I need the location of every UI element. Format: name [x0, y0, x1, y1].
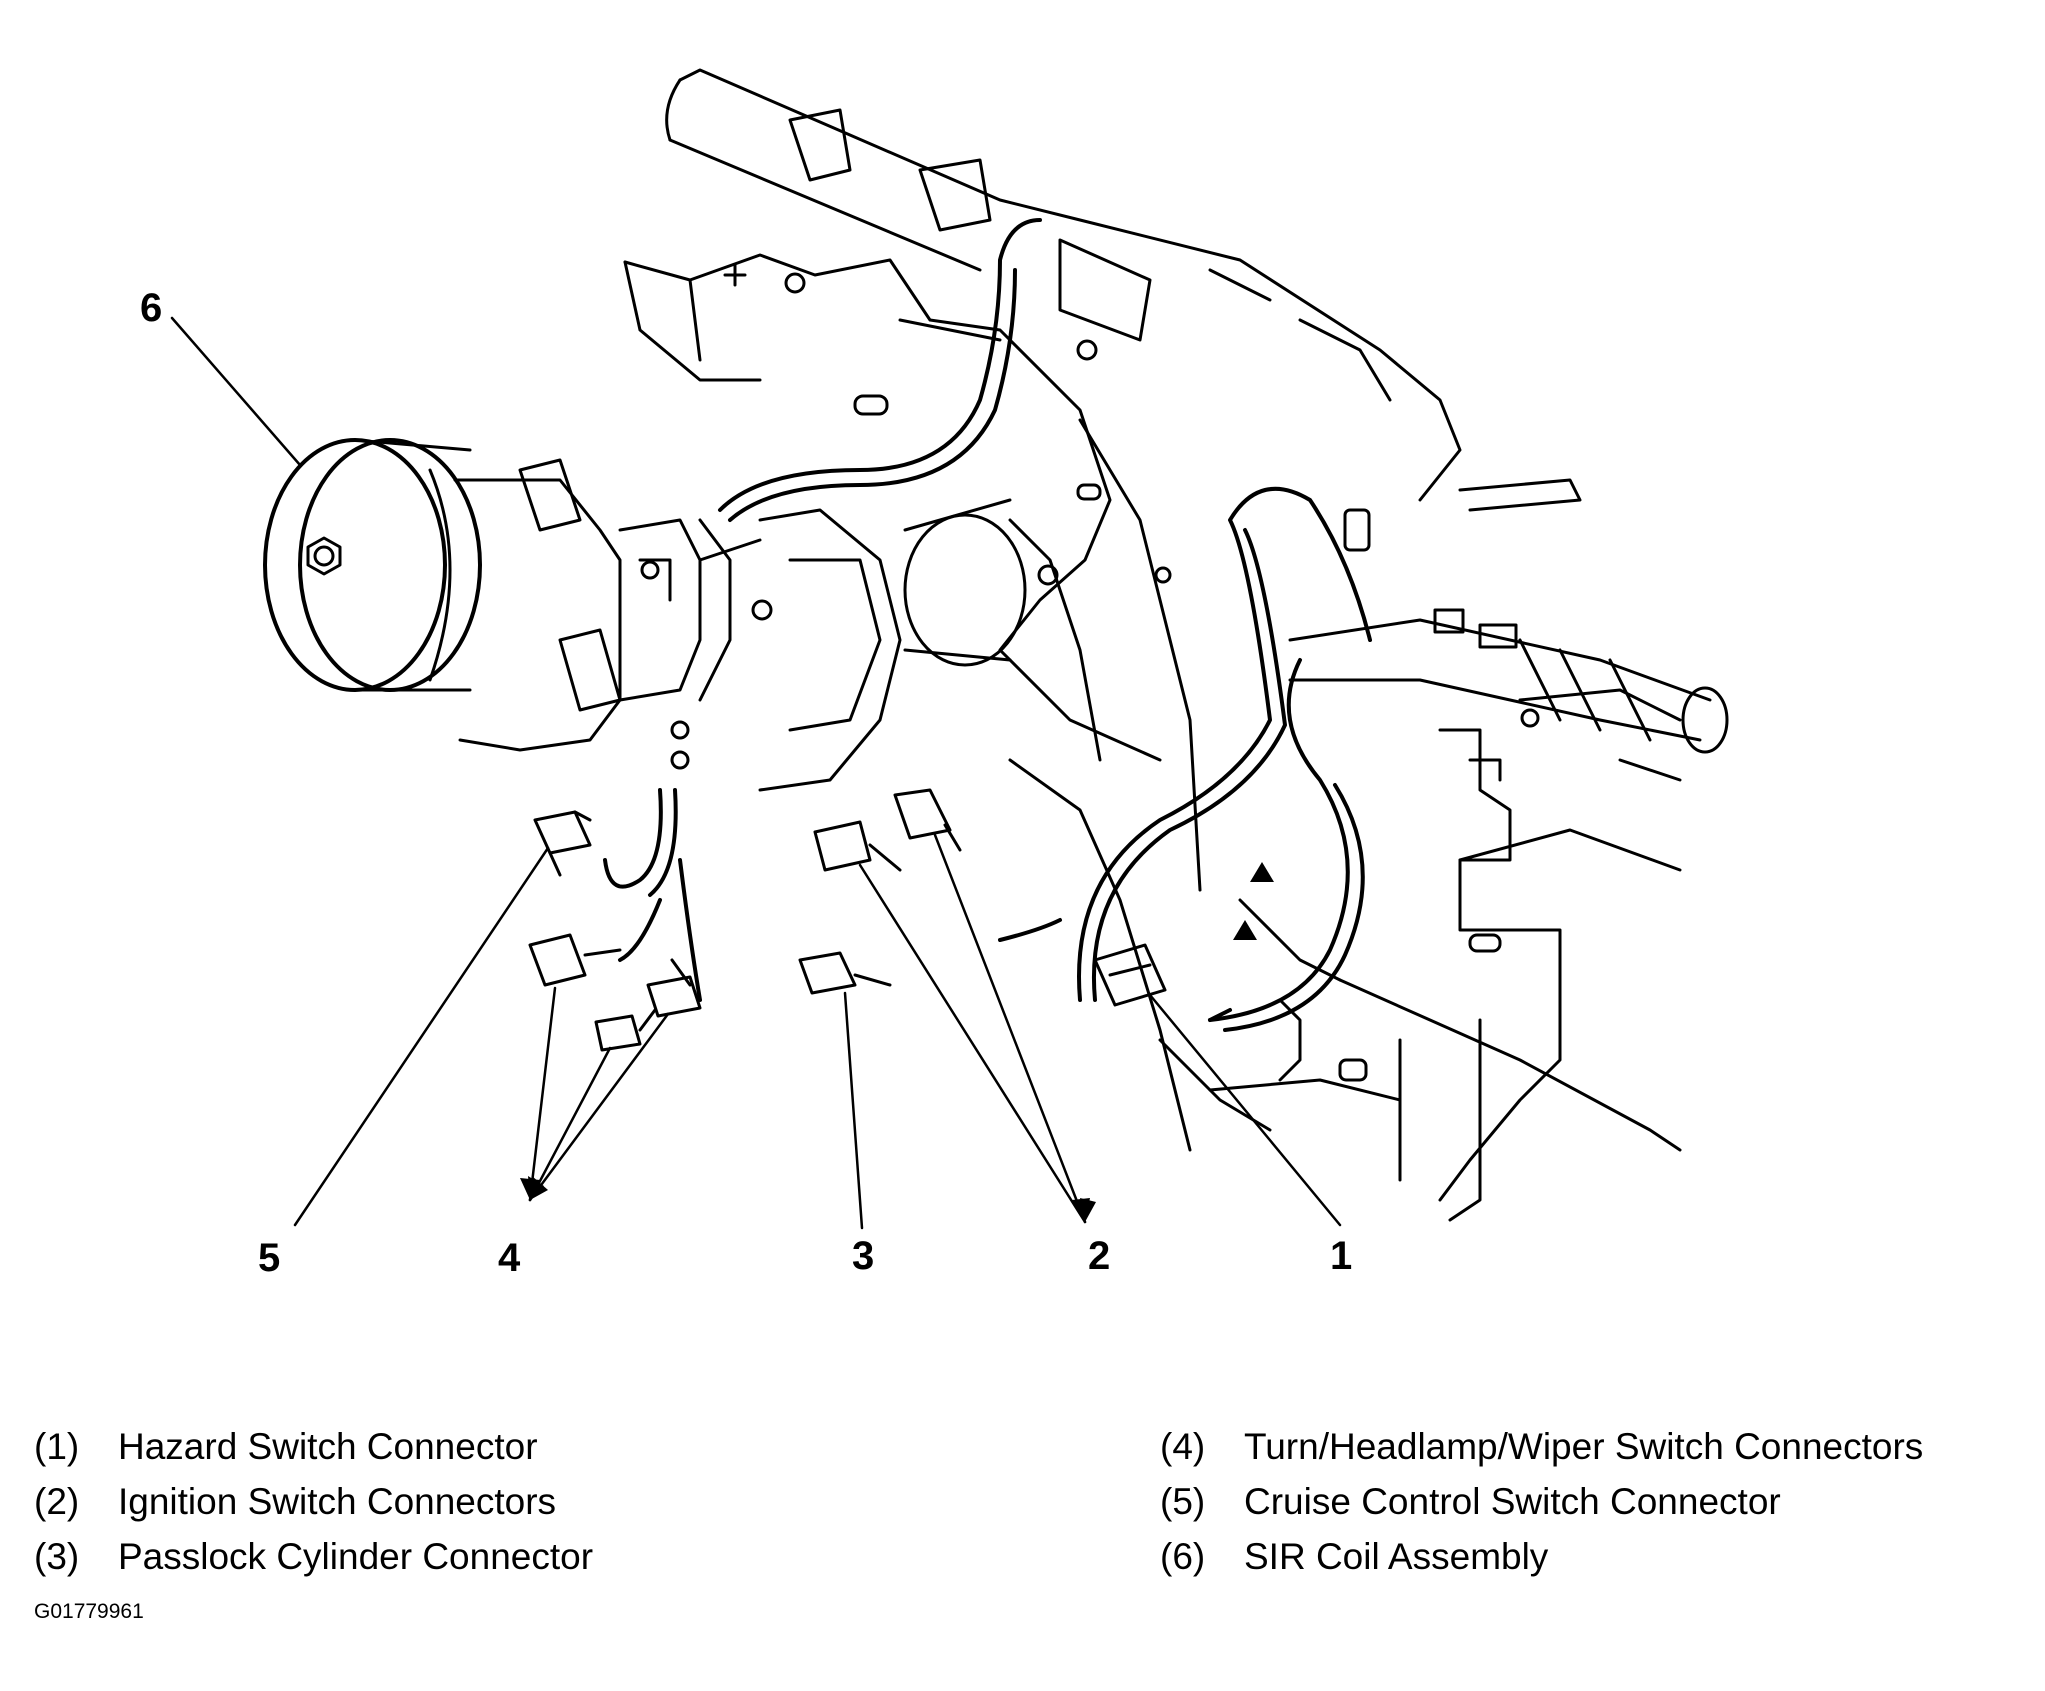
- legend-label: Hazard Switch Connector: [118, 1426, 538, 1467]
- callout-4: 4: [498, 1236, 521, 1280]
- legend-label: Ignition Switch Connectors: [118, 1481, 557, 1522]
- column-body: [670, 498, 1027, 792]
- shroud-arrows: [1233, 862, 1274, 940]
- legend-item-6: (6) SIR Coil Assembly: [1160, 1538, 1548, 1575]
- legend-item-5: (5) Cruise Control Switch Connector: [1160, 1483, 1781, 1520]
- dash-frame-structure: [623, 253, 1682, 1152]
- legend-number: (3): [34, 1536, 80, 1577]
- steering-shaft-tube: [1288, 508, 1729, 754]
- leader-lines: [170, 316, 1342, 1230]
- legend-label: Passlock Cylinder Connector: [118, 1536, 594, 1577]
- legend-item-4: (4) Turn/Headlamp/Wiper Switch Connectors: [1160, 1428, 1923, 1465]
- callout-6: 6: [140, 286, 163, 330]
- legend-item-1: (1) Hazard Switch Connector: [34, 1428, 538, 1465]
- figure-id: G01779961: [34, 1600, 144, 1623]
- legend-number: (1): [34, 1426, 80, 1467]
- legend-number: (5): [1160, 1481, 1206, 1522]
- legend-number: (4): [1160, 1426, 1206, 1467]
- legend-label: Cruise Control Switch Connector: [1244, 1481, 1781, 1522]
- arrowheads: [520, 1176, 1096, 1222]
- callout-2: 2: [1088, 1234, 1111, 1278]
- callout-3: 3: [852, 1234, 875, 1278]
- legend-item-3: (3) Passlock Cylinder Connector: [34, 1538, 593, 1575]
- upper-wiring-trough: [665, 68, 1582, 512]
- callout-1: 1: [1330, 1234, 1353, 1278]
- lower-bracket: [1278, 728, 1562, 1222]
- wiring-harness: [603, 218, 1372, 1032]
- connectors: [528, 788, 1167, 1052]
- legend-number: (6): [1160, 1536, 1206, 1577]
- legend-number: (2): [34, 1481, 80, 1522]
- sir-coil-assembly: [263, 438, 732, 752]
- legend-item-2: (2) Ignition Switch Connectors: [34, 1483, 556, 1520]
- legend-label: Turn/Headlamp/Wiper Switch Connectors: [1244, 1426, 1924, 1467]
- legend-label: SIR Coil Assembly: [1244, 1536, 1549, 1577]
- callout-5: 5: [258, 1236, 281, 1280]
